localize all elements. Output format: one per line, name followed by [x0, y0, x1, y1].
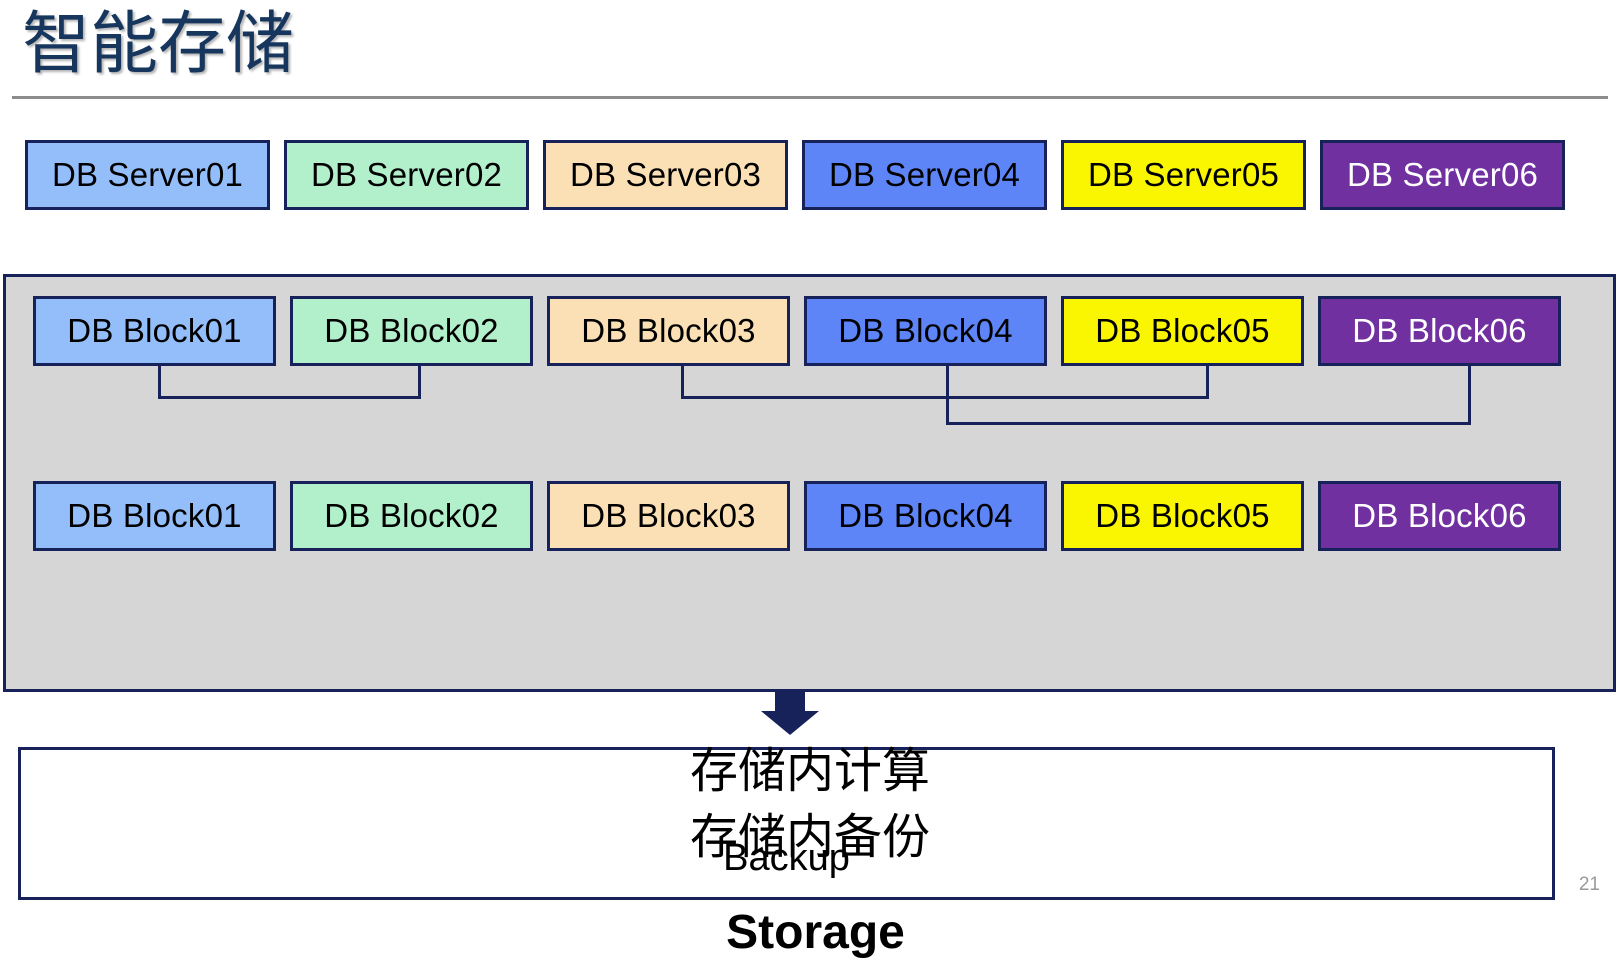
db-block-box-backup-6[interactable]: DB Block06 [1318, 481, 1561, 551]
page-title: 智能存储 [22, 5, 295, 84]
db-server-box-label: DB Server01 [51, 156, 244, 193]
connector-1-crossbar [158, 396, 421, 399]
db-block-box-backup-label: DB Block02 [324, 497, 499, 534]
db-server-box-6[interactable]: DB Server06 [1320, 140, 1565, 210]
connector-3-left-leg [946, 366, 949, 422]
db-block-box-top-label: DB Block03 [581, 312, 756, 349]
db-server-box-5[interactable]: DB Server05 [1061, 140, 1306, 210]
db-block-box-backup-label: DB Block05 [1095, 497, 1270, 534]
db-block-box-backup-1[interactable]: DB Block01 [33, 481, 276, 551]
db-block-box-top-label: DB Block04 [838, 312, 1013, 349]
db-block-box-backup-label: DB Block04 [838, 497, 1013, 534]
db-server-box-2[interactable]: DB Server02 [284, 140, 529, 210]
db-server-box-3[interactable]: DB Server03 [543, 140, 788, 210]
connector-3-crossbar [946, 422, 1471, 425]
db-block-box-backup-label: DB Block01 [67, 497, 242, 534]
db-block-box-top-label: DB Block02 [324, 312, 499, 349]
connector-2-left-leg [681, 366, 684, 396]
db-block-box-backup-4[interactable]: DB Block04 [804, 481, 1047, 551]
db-block-box-top-2[interactable]: DB Block02 [290, 296, 533, 366]
storage-container: DB Block01 DB Block02 DB Block03 DB Block04… [3, 274, 1616, 959]
backup-panel [18, 747, 1555, 900]
db-block-box-top-1[interactable]: DB Block01 [33, 296, 276, 366]
caption-line-2: 存储内备份 [689, 809, 930, 865]
page-number: 21 [1578, 874, 1600, 895]
db-block-box-top-label: DB Block06 [1352, 312, 1527, 349]
title-divider [12, 96, 1608, 99]
db-block-box-top-5[interactable]: DB Block05 [1061, 296, 1304, 366]
caption-line-1: 存储内计算 [689, 743, 930, 799]
db-server-box-label: DB Server03 [569, 156, 762, 193]
db-server-box-label: DB Server05 [1087, 156, 1280, 193]
db-block-box-top-4[interactable]: DB Block04 [804, 296, 1047, 366]
db-block-box-top-6[interactable]: DB Block06 [1318, 296, 1561, 366]
connector-2-right-leg [1206, 366, 1209, 396]
db-block-box-top-label: DB Block01 [67, 312, 242, 349]
connector-2-crossbar [681, 396, 1209, 399]
db-block-box-backup-label: DB Block06 [1352, 497, 1527, 534]
db-server-box-label: DB Server06 [1346, 156, 1539, 193]
db-block-box-backup-3[interactable]: DB Block03 [547, 481, 790, 551]
arrow-shaft [775, 689, 805, 713]
db-server-box-4[interactable]: DB Server04 [802, 140, 1047, 210]
db-block-box-backup-2[interactable]: DB Block02 [290, 481, 533, 551]
connector-1-left-leg [158, 366, 161, 396]
connector-1-right-leg [418, 366, 421, 396]
storage-label: Storage [726, 906, 905, 959]
db-block-box-top-3[interactable]: DB Block03 [547, 296, 790, 366]
connector-3-right-leg [1468, 366, 1471, 422]
db-block-box-top-label: DB Block05 [1095, 312, 1270, 349]
db-server-box-label: DB Server04 [828, 156, 1021, 193]
db-block-box-backup-5[interactable]: DB Block05 [1061, 481, 1304, 551]
db-server-box-label: DB Server02 [310, 156, 503, 193]
db-server-box-1[interactable]: DB Server01 [25, 140, 270, 210]
arrow-head [761, 711, 819, 735]
backup-label: Backup [723, 837, 850, 879]
db-block-box-backup-label: DB Block03 [581, 497, 756, 534]
down-arrow-icon [761, 689, 819, 735]
